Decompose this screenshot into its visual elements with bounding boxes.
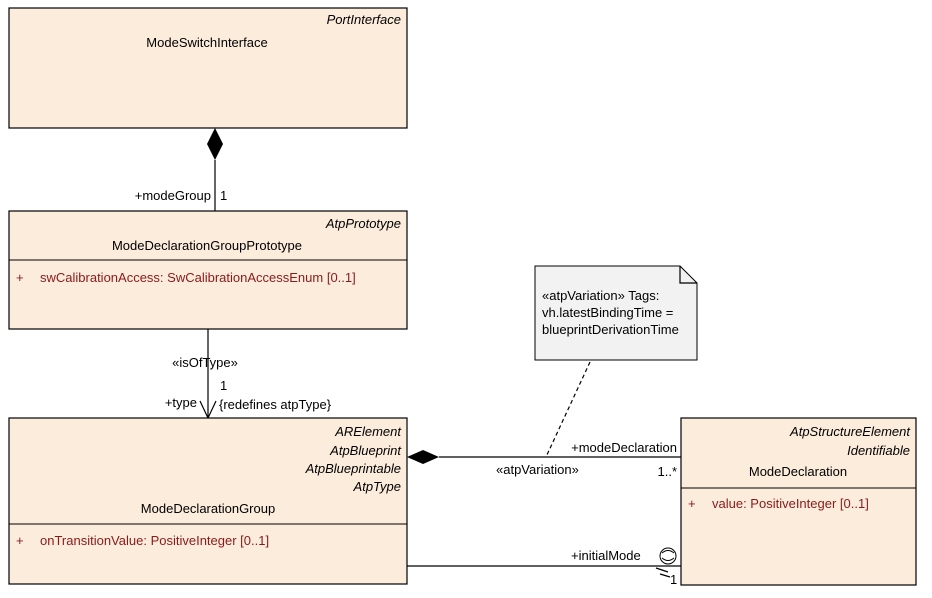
note-atp-variation[interactable]: «atpVariation» Tags: vh.latestBindingTim… xyxy=(534,265,698,361)
class-name: ModeDeclarationGroupPrototype xyxy=(112,238,302,253)
attribute-visibility: + xyxy=(688,496,696,511)
note-line: «atpVariation» Tags: xyxy=(542,288,659,303)
attribute-label: swCalibrationAccess: SwCalibrationAccess… xyxy=(40,270,356,285)
stereotype-label: AtpStructureElement xyxy=(789,424,911,439)
multiplicity-label: 1..* xyxy=(657,464,677,479)
note-box xyxy=(534,265,698,361)
attribute-label: value: PositiveInteger [0..1] xyxy=(712,496,869,511)
stereotype-label: AtpBlueprint xyxy=(329,443,402,458)
stereotype-label: Identifiable xyxy=(847,443,910,458)
class-name: ModeDeclarationGroup xyxy=(141,501,275,516)
association-initial-mode: +initialMode 1 xyxy=(407,547,681,587)
role-label: +initialMode xyxy=(571,548,641,563)
attribute-label: onTransitionValue: PositiveInteger [0..1… xyxy=(40,533,269,548)
stereotype-label: ARElement xyxy=(334,424,402,439)
note-line: vh.latestBindingTime = xyxy=(542,305,673,320)
multiplicity-label: 1 xyxy=(670,572,677,587)
stereotype-label: AtpPrototype xyxy=(325,216,401,231)
multiplicity-label: 1 xyxy=(220,188,227,203)
constraint-label: {redefines atpType} xyxy=(219,397,332,412)
class-box xyxy=(8,7,408,129)
stereotype-label: AtpType xyxy=(353,479,401,494)
variation-point-icon xyxy=(655,547,677,578)
class-box xyxy=(680,417,917,586)
class-box xyxy=(8,210,408,330)
stereotype-label: PortInterface xyxy=(327,12,401,27)
class-name: ModeSwitchInterface xyxy=(146,35,267,50)
association-mode-declaration: +modeDeclaration «atpVariation» 1..* xyxy=(407,440,681,479)
note-line: blueprintDerivationTime xyxy=(542,322,679,337)
class-mode-declaration-group-prototype[interactable]: AtpPrototype ModeDeclarationGroupPrototy… xyxy=(8,210,408,330)
role-label: +type xyxy=(165,395,197,410)
composition-diamond-icon xyxy=(407,450,439,464)
class-mode-declaration-group[interactable]: ARElement AtpBlueprint AtpBlueprintable … xyxy=(8,417,408,585)
role-label: +modeGroup xyxy=(135,188,211,203)
multiplicity-label: 1 xyxy=(220,378,227,393)
note-anchor-line xyxy=(545,361,591,458)
association-mode-group: +modeGroup 1 xyxy=(135,128,227,211)
attribute-visibility: + xyxy=(16,270,24,285)
composition-diamond-icon xyxy=(207,128,223,160)
class-box xyxy=(8,417,408,585)
association-is-of-type: «isOfType» 1 +type {redefines atpType} xyxy=(165,329,332,420)
role-label: +modeDeclaration xyxy=(571,440,677,455)
note-fold-icon xyxy=(679,266,697,284)
class-mode-declaration[interactable]: AtpStructureElement Identifiable ModeDec… xyxy=(680,417,917,586)
stereotype-label: «isOfType» xyxy=(172,355,238,370)
stereotype-label: AtpBlueprintable xyxy=(305,461,401,476)
class-name: ModeDeclaration xyxy=(749,464,847,479)
attribute-visibility: + xyxy=(16,533,24,548)
stereotype-label: «atpVariation» xyxy=(496,462,579,477)
class-mode-switch-interface[interactable]: PortInterface ModeSwitchInterface xyxy=(8,7,408,129)
